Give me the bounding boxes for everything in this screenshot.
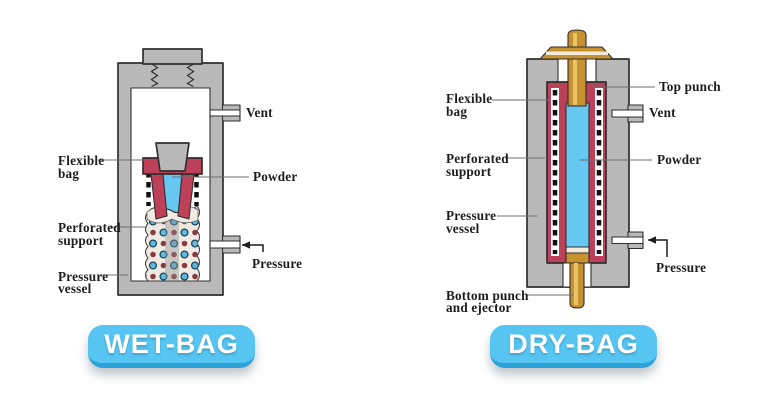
dry-perforated-support-label: Perforated [446,151,509,166]
wet-thread-icon-right [186,63,195,88]
wet-support-shading [165,210,179,281]
wet-vent-label: Vent [246,105,273,120]
wet-bag-badge[interactable]: WET-BAG [88,325,255,368]
dry-top-punch-label: Top punch [659,79,721,94]
dry-bag-badge[interactable]: DRY-BAG [490,325,657,368]
dry-punch-flange [539,46,614,60]
dry-vent-label: Vent [649,105,676,120]
dry-bottom-punch-shape [569,262,585,309]
wet-perforated-support-shape [145,204,200,282]
dry-powder-label: Powder [657,152,701,167]
dry-perforated-support-label: support [446,164,492,179]
wet-flexible-bag-label: bag [58,166,79,181]
dry-pressure-arrow [648,236,668,257]
dry-pressure-vessel-label: vessel [446,221,480,236]
dry-bottom-punch-head [565,252,590,264]
wet-flexible-bag-label: Flexible [58,153,104,168]
wet-bag-diagram: Vent Flexible bag Powder Perforated supp… [58,48,302,296]
dry-pressure-inlet [611,231,644,250]
wet-thread-icon-left [150,63,159,88]
dry-pressure-vessel-label: Pressure [446,208,496,223]
dry-bottom-punch-label: Bottom punch [446,288,529,303]
dry-top-punch-shape [567,29,587,107]
dry-punch-cream-band [565,246,590,254]
dry-bottom-punch-label: and ejector [446,300,512,315]
wet-pressure-arrow [242,241,264,252]
dry-flexible-bag-label: Flexible [446,91,492,106]
dry-pressure-label: Pressure [656,260,706,275]
wet-perforated-support-label: support [58,233,104,248]
wet-powder-label: Powder [253,169,297,184]
wet-vessel-cap [142,48,203,65]
wet-pressure-inlet [209,235,241,254]
wet-vent-pipe [209,104,241,122]
wet-perforated-support-label: Perforated [58,220,121,235]
wet-pressure-vessel-label: Pressure [58,269,108,284]
dry-powder-fill [565,102,590,248]
dry-vent-pipe [611,104,644,123]
wet-pressure-vessel-label: vessel [58,281,92,296]
dry-perforated-support-shape [551,88,603,256]
dry-flexible-bag-label: bag [446,104,467,119]
wet-pressure-label: Pressure [252,256,302,271]
dry-bag-diagram: Flexible bag Top punch Vent Perforated s… [446,29,721,315]
wet-bag-plug [155,142,190,172]
